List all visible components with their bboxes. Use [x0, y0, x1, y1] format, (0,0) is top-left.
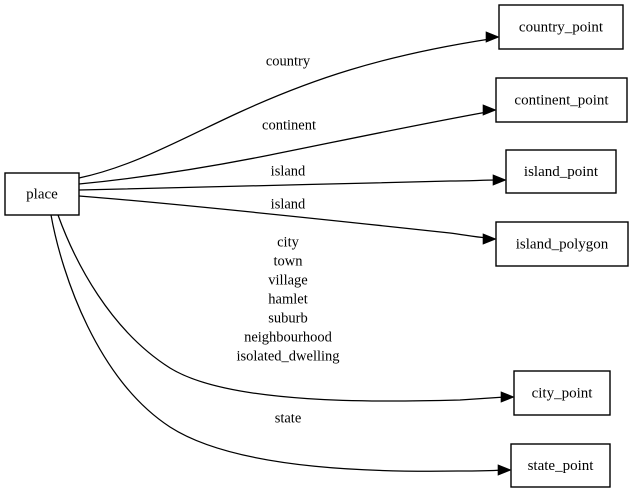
edge-label-line: village	[268, 272, 307, 288]
edge-place-to-island_point	[78, 174, 507, 191]
nodes-layer: place country_point continent_point island_…	[4, 4, 629, 488]
node-label: country_point	[519, 19, 604, 35]
edge-place-to-country_point	[78, 31, 500, 179]
node-box[interactable]	[513, 370, 611, 416]
arrowhead-icon	[497, 464, 512, 476]
edge-place-to-continent_point	[78, 104, 497, 185]
edge-line	[78, 179, 498, 191]
node-island_point[interactable]: island_point	[505, 149, 617, 194]
node-city_point[interactable]: city_point	[513, 370, 611, 416]
arrowhead-icon	[485, 31, 500, 43]
node-box[interactable]	[505, 149, 617, 194]
node-label: island_point	[524, 164, 599, 180]
edge-place-to-state_point	[50, 214, 512, 476]
edge-label-line: island	[271, 163, 306, 179]
edge-label-line: town	[274, 253, 304, 269]
arrowhead-icon	[482, 104, 497, 116]
node-label: place	[26, 186, 58, 202]
edge-label-line: city	[277, 234, 299, 250]
node-island_polygon[interactable]: island_polygon	[495, 221, 629, 267]
arrowhead-icon	[500, 391, 515, 403]
node-box[interactable]	[495, 221, 629, 267]
node-label: city_point	[532, 385, 594, 401]
node-country_point[interactable]: country_point	[498, 4, 624, 50]
node-state_point[interactable]: state_point	[510, 443, 611, 488]
edge-label-line: hamlet	[268, 291, 307, 307]
edge-label-line: isolated_dwelling	[236, 348, 339, 364]
edge-line	[78, 195, 488, 239]
edge-label-edge-city: city town village hamlet suburb neighbourhood…	[236, 234, 339, 364]
node-box[interactable]	[495, 77, 628, 123]
edge-label-line: state	[275, 410, 302, 426]
edge-line	[78, 111, 488, 185]
node-place[interactable]: place	[4, 172, 80, 216]
edge-label-line: continent	[262, 117, 316, 133]
edge-label-edge-island-polygon: island	[271, 196, 306, 212]
edge-label-line: country	[266, 53, 311, 69]
node-label: continent_point	[514, 92, 609, 108]
edge-label-edge-country: country	[266, 53, 311, 69]
node-box[interactable]	[498, 4, 624, 50]
edges-layer	[50, 31, 515, 476]
edge-label-edge-state: state	[275, 410, 302, 426]
arrowhead-icon	[492, 174, 507, 186]
edge-label-line: suburb	[268, 310, 307, 326]
edge-labels-layer: country continent island island city town vill…	[236, 53, 339, 426]
arrowhead-icon	[482, 233, 497, 245]
node-continent_point[interactable]: continent_point	[495, 77, 628, 123]
node-label: state_point	[528, 458, 595, 474]
edge-label-line: island	[271, 196, 306, 212]
edge-line	[57, 214, 506, 402]
node-box[interactable]	[4, 172, 80, 216]
edge-label-edge-island-point: island	[271, 163, 306, 179]
edge-line	[50, 214, 503, 472]
node-box[interactable]	[510, 443, 611, 488]
edge-label-edge-continent: continent	[262, 117, 316, 133]
edge-label-line: neighbourhood	[244, 329, 333, 345]
node-label: island_polygon	[516, 236, 609, 252]
edge-line	[78, 38, 491, 179]
edge-place-to-island_polygon	[78, 195, 497, 245]
edge-place-to-city_point	[57, 214, 515, 403]
